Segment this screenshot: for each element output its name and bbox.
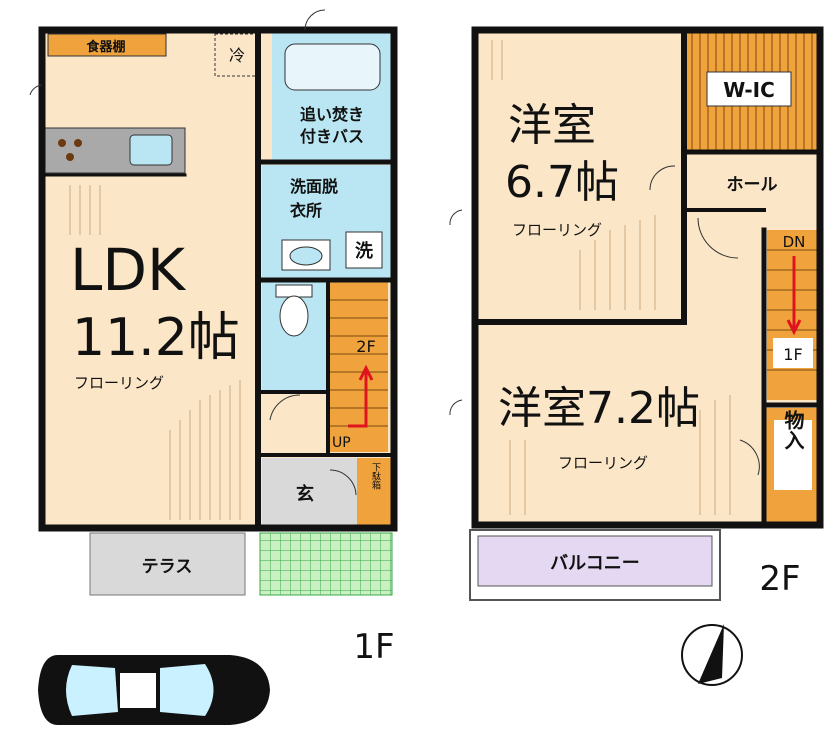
entrance-label: 玄 <box>296 483 314 505</box>
stairs-1f <box>328 282 388 452</box>
garden-area <box>259 532 393 596</box>
bath-label-2: 付きバス <box>300 127 364 146</box>
floor-1: 食器棚 冷 LDK 11.2帖 フローリング 追い焚き 付きバス 洗面脱 衣所 … <box>29 9 398 725</box>
wic-label: W-IC <box>723 78 775 102</box>
room2-name: 洋室7.2帖 <box>498 383 700 434</box>
balcony-label: バルコニー <box>550 553 640 574</box>
cupboard <box>47 33 167 57</box>
floor-2-label: 2F <box>759 559 800 599</box>
hall-label: ホール <box>727 175 778 195</box>
toilet-icon <box>275 284 313 337</box>
floor-texture-2f <box>491 40 731 515</box>
shoe-box-label: 下駄箱 <box>370 463 381 491</box>
up-arrow <box>348 364 374 428</box>
room1-size: 6.7帖 <box>505 157 619 208</box>
room1-flooring: フローリング <box>512 221 602 239</box>
ldk-name: LDK <box>70 236 187 304</box>
floor-1-label: 1F <box>353 627 394 667</box>
sink-icon <box>129 134 173 166</box>
fridge-label: 冷 <box>229 46 245 65</box>
sink-icon <box>289 246 323 266</box>
wic-label-box <box>706 71 792 107</box>
doors-2f <box>449 165 760 476</box>
shoe-box <box>357 458 393 526</box>
washer-label: 洗 <box>355 240 373 262</box>
terrace <box>89 532 246 596</box>
bathtub-icon <box>284 43 381 91</box>
stove-icon <box>58 139 82 161</box>
down-arrow <box>786 256 802 336</box>
balcony <box>477 535 713 587</box>
entrance-area <box>262 458 357 526</box>
stairs-1f-label: 1F <box>783 345 802 364</box>
washer-box <box>345 231 383 269</box>
bath-label-1: 追い焚き <box>300 105 364 124</box>
stairs-up-label: UP <box>332 435 351 451</box>
ldk-flooring: フローリング <box>74 374 164 392</box>
walls-1f <box>38 26 398 532</box>
washroom-label-2: 衣所 <box>290 201 322 220</box>
stairs-2f-label: 2F <box>356 337 375 356</box>
terrace-label: テラス <box>142 557 193 577</box>
floor-texture <box>69 185 241 520</box>
ldk-size: 11.2帖 <box>72 308 240 368</box>
storage-label-box <box>774 420 812 490</box>
walls-2f <box>471 26 824 529</box>
compass-icon <box>681 624 743 686</box>
cupboard-label: 食器棚 <box>86 39 125 55</box>
stairs-dn-label: DN <box>783 233 806 251</box>
storage-label: 物入 <box>781 409 805 450</box>
room1-name: 洋室 <box>508 100 596 151</box>
stairs-1f-box <box>773 338 813 368</box>
floor-2: 洋室 6.7帖 フローリング W-IC ホール DN 1F 洋室7.2帖 フロー… <box>449 26 824 686</box>
room2-flooring: フローリング <box>558 454 648 472</box>
washroom-label-1: 洗面脱 <box>290 177 338 196</box>
car-icon <box>38 655 270 725</box>
